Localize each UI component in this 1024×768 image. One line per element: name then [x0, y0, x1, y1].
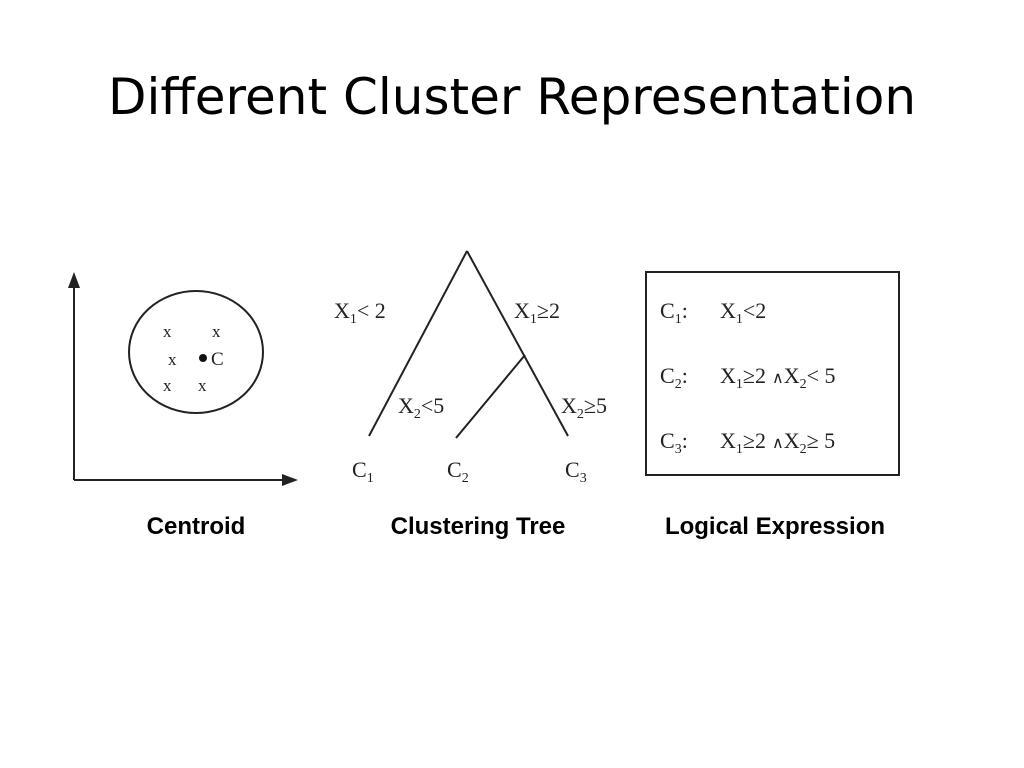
tree-edge [455, 354, 526, 439]
x-axis-arrow [282, 474, 298, 486]
tree-edge [368, 250, 468, 437]
centroid-label: C [211, 349, 224, 370]
caption-clustering-tree: Clustering Tree [390, 513, 566, 540]
split-label-right: X1≥2 [514, 298, 560, 327]
y-axis-arrow [68, 272, 80, 288]
data-point: x [163, 322, 172, 341]
centroid-dot [199, 354, 207, 362]
caption-centroid: Centroid [146, 513, 246, 540]
leaf-label-c1: C1 [352, 457, 374, 486]
data-point: x [163, 376, 172, 395]
split-label-inner-right: X2≥5 [561, 393, 607, 422]
centroid-panel: x x x x x C [68, 272, 298, 486]
rule-c2-expression: X1≥2∧X2< 5 [720, 363, 836, 392]
split-label-inner-left: X2<5 [398, 393, 444, 422]
tree-panel [368, 250, 569, 439]
leaf-label-c2: C2 [447, 457, 469, 486]
slide-title: Different Cluster Representation [107, 68, 917, 126]
data-point: x [198, 376, 207, 395]
rule-c3-expression: X1≥2∧X2≥ 5 [720, 428, 835, 457]
split-label-left: X1< 2 [334, 298, 386, 327]
cluster-boundary [128, 290, 264, 414]
tree-edge [466, 250, 569, 437]
rule-c1-cluster: C1: [660, 298, 688, 327]
rule-c1-expression: X1<2 [720, 298, 766, 327]
leaf-label-c3: C3 [565, 457, 587, 486]
caption-logical-expression: Logical Expression [664, 513, 886, 540]
rule-c2-cluster: C2: [660, 363, 688, 392]
logic-box [645, 271, 900, 476]
rule-c3-cluster: C3: [660, 428, 688, 457]
data-point: x [212, 322, 221, 341]
data-point: x [168, 350, 177, 369]
